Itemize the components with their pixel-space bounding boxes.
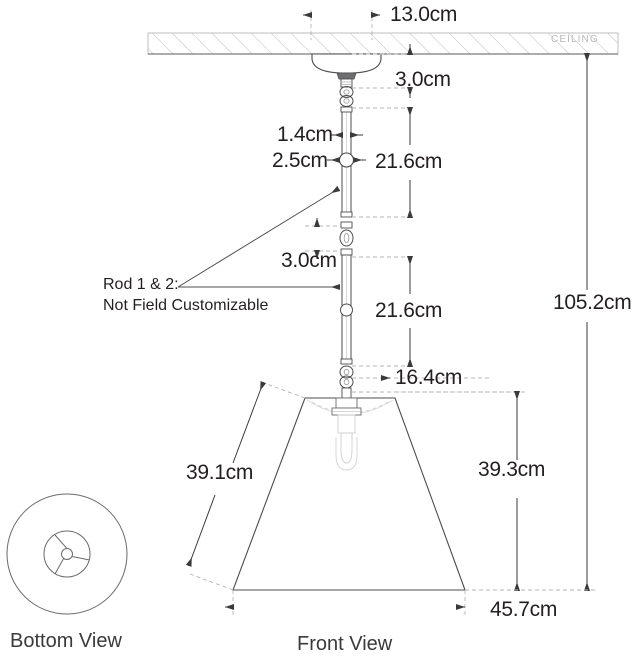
rod-2	[340, 254, 353, 365]
dim-rod1-length	[352, 107, 415, 218]
bottom-view-label: Bottom View	[10, 630, 122, 652]
note-leader-line	[177, 185, 341, 290]
bottom-view-diagram	[6, 493, 128, 615]
dim-label-canopy-drop: 3.0cm	[395, 68, 451, 91]
dim-label-chain-link: 3.0cm	[281, 249, 337, 272]
rod-note-line-2: Not Field Customizable	[103, 297, 269, 314]
dim-chain-link	[305, 218, 341, 259]
ceiling-group	[147, 32, 619, 55]
dim-label-shade-bottom-diameter: 45.7cm	[490, 598, 558, 621]
dim-socket-offset	[352, 375, 520, 393]
dim-rod2-length	[352, 256, 415, 367]
dim-label-shade-slant: 39.1cm	[186, 461, 254, 484]
lamp-shade	[232, 397, 466, 591]
rod-1	[338, 106, 355, 218]
socket-and-bulb	[331, 397, 362, 471]
middle-chain-link	[339, 221, 354, 256]
dim-label-socket-offset: 16.4cm	[395, 366, 463, 389]
rod-note-line-1: Rod 1 & 2:	[103, 276, 179, 293]
dim-label-overall-height: 105.2cm	[553, 291, 632, 314]
top-chain-link	[339, 86, 354, 107]
canopy	[311, 53, 382, 88]
dim-canopy-width	[303, 10, 380, 40]
dim-label-ball-diameter: 2.5cm	[272, 149, 328, 172]
bottom-chain-link	[339, 365, 354, 399]
dim-label-rod1-length: 21.6cm	[375, 150, 443, 173]
dim-label-shade-height: 39.3cm	[478, 458, 546, 481]
dim-label-canopy-width: 13.0cm	[390, 3, 458, 26]
ceiling-label: CEILING	[551, 34, 599, 45]
dim-canopy-drop	[352, 44, 415, 98]
front-view-label: Front View	[297, 633, 393, 655]
dim-overall-height	[465, 53, 595, 591]
dim-shade-bottom-diameter	[225, 590, 466, 615]
dim-shade-slant	[185, 381, 306, 591]
dim-label-rod-diameter: 1.4cm	[277, 123, 333, 146]
dim-label-rod2-length: 21.6cm	[375, 299, 443, 322]
